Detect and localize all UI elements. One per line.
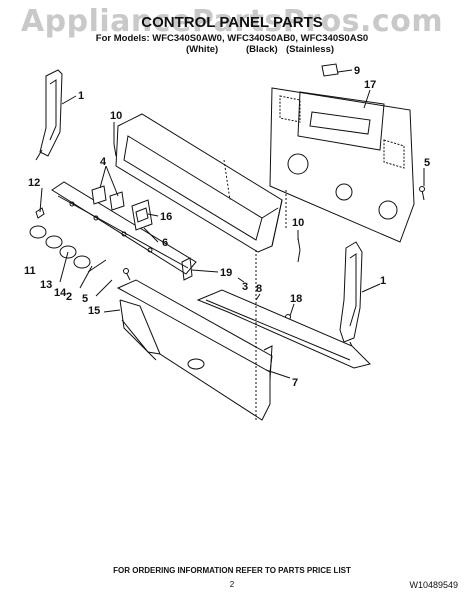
wire-tie-10b — [297, 237, 301, 263]
callout-12: 12 — [28, 177, 40, 189]
callout-16: 16 — [160, 211, 172, 223]
callout-5-right: 5 — [424, 157, 430, 169]
models-line: For Models: WFC340S0AW0, WFC340S0AB0, WF… — [95, 33, 369, 44]
callout-11: 11 — [24, 265, 36, 277]
control-module-6 — [131, 199, 153, 231]
callout-8: 8 — [256, 283, 262, 295]
callout-2: 2 — [66, 291, 72, 303]
page-title: CONTROL PANEL PARTS — [141, 14, 323, 31]
bottom-bracket-7 — [263, 345, 273, 381]
callout-1-right: 1 — [380, 275, 386, 287]
callout-5-left: 5 — [82, 293, 88, 305]
wire-tie-10a — [113, 143, 117, 157]
callout-3: 3 — [242, 281, 248, 293]
callout-18: 18 — [290, 293, 302, 305]
callout-6: 6 — [162, 237, 168, 249]
document-id: W10489549 — [409, 580, 458, 590]
finish-stainless: (Stainless) — [286, 44, 335, 55]
callout-17: 17 — [364, 79, 376, 91]
wiring-harness-8 — [196, 289, 371, 369]
ordering-info: FOR ORDERING INFORMATION REFER TO PARTS … — [113, 566, 351, 575]
end-cap-left — [35, 69, 63, 161]
leader-lines — [39, 69, 425, 379]
callout-4: 4 — [100, 156, 107, 168]
callout-7: 7 — [292, 377, 298, 389]
callout-19: 19 — [220, 267, 232, 279]
callout-1-left: 1 — [78, 90, 84, 102]
callout-13: 13 — [40, 279, 52, 291]
manifold-panel-15 — [116, 279, 273, 421]
switch-4a — [91, 185, 107, 205]
callout-14: 14 — [54, 287, 67, 299]
knobs-11 — [29, 225, 91, 269]
module-face-16 — [135, 207, 149, 223]
clip-9 — [321, 63, 339, 77]
rear-panel-17 — [269, 87, 415, 243]
callout-9: 9 — [354, 65, 360, 77]
callout-10-right: 10 — [292, 217, 304, 229]
finish-black: (Black) — [246, 44, 278, 55]
control-bracket-19 — [51, 181, 197, 281]
watermark: AppliancePartsPros.com — [20, 4, 444, 39]
finish-white: (White) — [186, 44, 219, 55]
overlay-panel-3 — [115, 113, 283, 253]
page-number: 2 — [229, 580, 235, 589]
assembly-guides — [223, 159, 287, 420]
callout-10-left: 10 — [110, 110, 122, 122]
switch-4b — [109, 191, 125, 211]
callout-15: 15 — [88, 305, 100, 317]
